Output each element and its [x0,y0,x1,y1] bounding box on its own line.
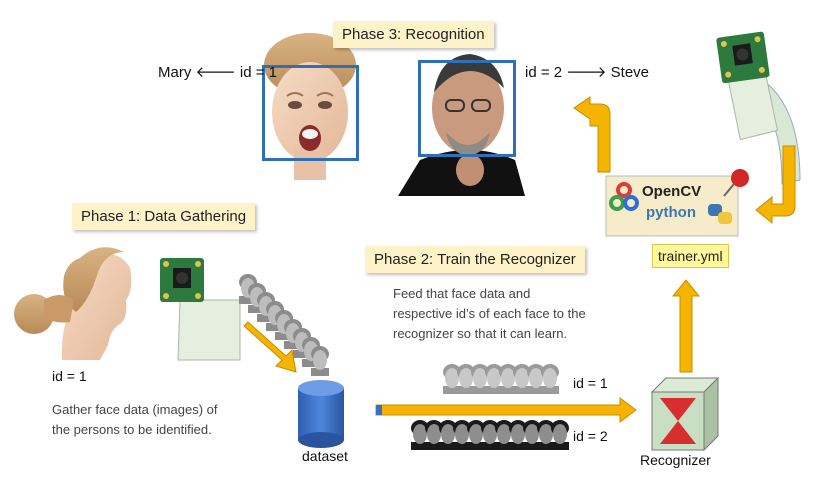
mary-face-thumb [457,364,475,394]
raspberry-camera-left [160,258,241,361]
arrow-camera-to-opencv [755,145,796,225]
training-note-line: Feed that face data and [393,286,531,301]
steve-face-thumb [509,420,527,450]
training-note-line: respective id’s of each face to the [393,306,586,321]
arrow-to-recognizer [375,397,637,423]
gathering-note-line: Gather face data (images) of [52,402,218,417]
steve-face-thumb [537,420,555,450]
steve-face-image [398,54,525,196]
steve-face-thumb [453,420,471,450]
steve-face-thumb [495,420,513,450]
face-box-mary [262,65,359,161]
steve-face-thumb [411,420,429,450]
arrow-to-dataset [243,321,297,373]
gathering-note-line: the persons to be identified. [52,422,212,437]
mary-face-thumb [527,364,545,394]
python-logo-text: python [646,204,696,221]
captured-face-thumb [311,346,329,376]
mary-face-thumb [443,364,461,394]
phase2-label: Phase 2: Train the Recognizer [365,246,585,273]
dataset-label: dataset [302,448,348,464]
opencv-python-box [605,169,749,237]
steve-face-thumb [481,420,499,450]
arrow-opencv-to-recognition [573,96,611,173]
phase1-label: Phase 1: Data Gathering [72,203,256,230]
training-note-line: recognizer so that it can learn. [393,326,568,341]
opencv-logo-text: OpenCV [642,183,702,200]
mary-face-thumb [541,364,559,394]
face-box-steve [418,60,516,157]
mary-face-thumb [485,364,503,394]
training-faces-id2 [411,420,569,450]
row1-id-label: id = 1 [573,375,608,391]
training-note: Feed that face data and respective id’s … [393,284,586,344]
training-faces-id1 [443,364,559,394]
steve-face-thumb [523,420,541,450]
steve-id-label: id = 2 🡒 Steve [525,64,650,81]
steve-face-thumb [467,420,485,450]
mary-face-thumb [499,364,517,394]
trainer-file-badge: trainer.yml [652,244,729,268]
steve-face-thumb [439,420,457,450]
phase3-label: Phase 3: Recognition [333,21,494,48]
recognizer-label: Recognizer [640,452,711,468]
woman-id-label: id = 1 [52,368,87,384]
woman-profile-image [14,247,132,360]
mary-face-thumb [513,364,531,394]
captured-faces-stream [239,274,329,376]
dataset-cylinder [298,380,344,448]
steve-face-thumb [425,420,443,450]
steve-face-thumb [551,420,569,450]
row2-id-label: id = 2 [573,428,608,444]
mary-face-image [264,33,356,180]
recognizer-cube [650,376,720,452]
gathering-note: Gather face data (images) of the persons… [52,400,217,440]
arrow-to-trainer [671,279,701,373]
mary-id-label: Mary 🡐 id = 1 [158,64,278,81]
mary-face-thumb [471,364,489,394]
